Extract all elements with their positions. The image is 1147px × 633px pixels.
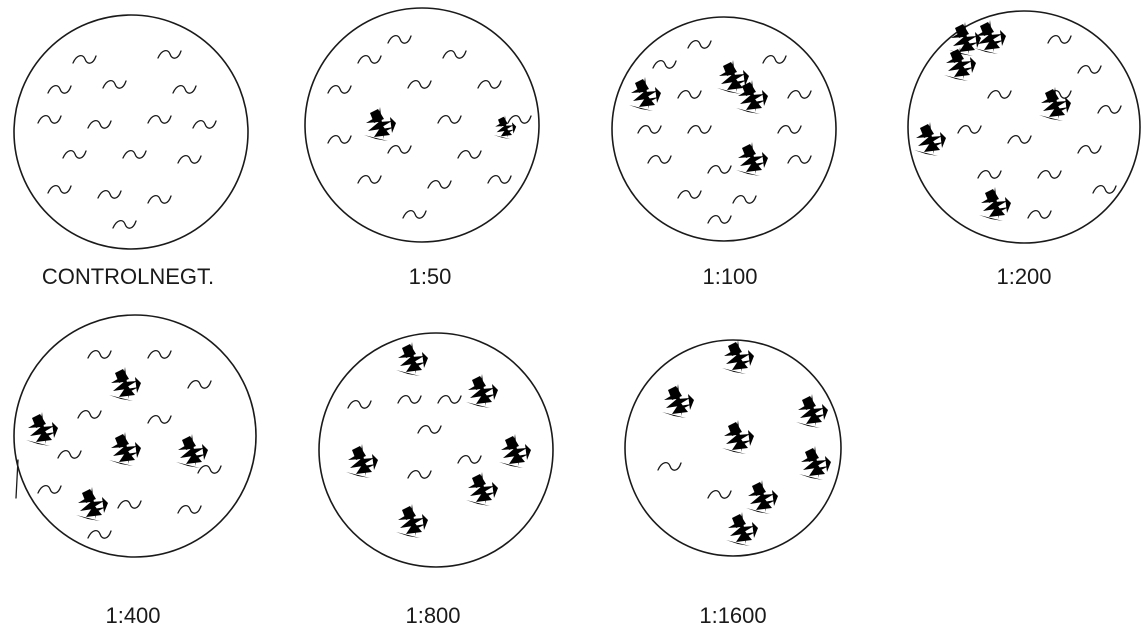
microscope-field-circle [14, 15, 248, 249]
panel-label: 1:100 [702, 264, 757, 289]
panel-label: 1:800 [405, 603, 460, 628]
microscope-field-circle [14, 315, 256, 557]
panel-dilution-1-100: 1:100 [612, 17, 836, 289]
panel-label: 1:200 [996, 264, 1051, 289]
microscope-field-circle [625, 340, 841, 556]
microscope-field-circle [612, 17, 836, 241]
panel-label: 1:1600 [699, 603, 766, 628]
microscope-field-circle [908, 11, 1140, 243]
panel-dilution-1-400: 1:400 [14, 315, 256, 628]
panel-dilution-1-1600: 1:1600 [625, 340, 841, 628]
panel-dilution-1-50: 1:50 [305, 8, 539, 289]
panel-label: 1:50 [409, 264, 452, 289]
panel-control: CONTROLNEGT. [14, 15, 248, 289]
panel-dilution-1-800: 1:800 [319, 333, 553, 628]
panel-label: 1:400 [105, 603, 160, 628]
panel-label: CONTROLNEGT. [42, 264, 214, 289]
panel-dilution-1-200: 1:200 [908, 11, 1140, 289]
